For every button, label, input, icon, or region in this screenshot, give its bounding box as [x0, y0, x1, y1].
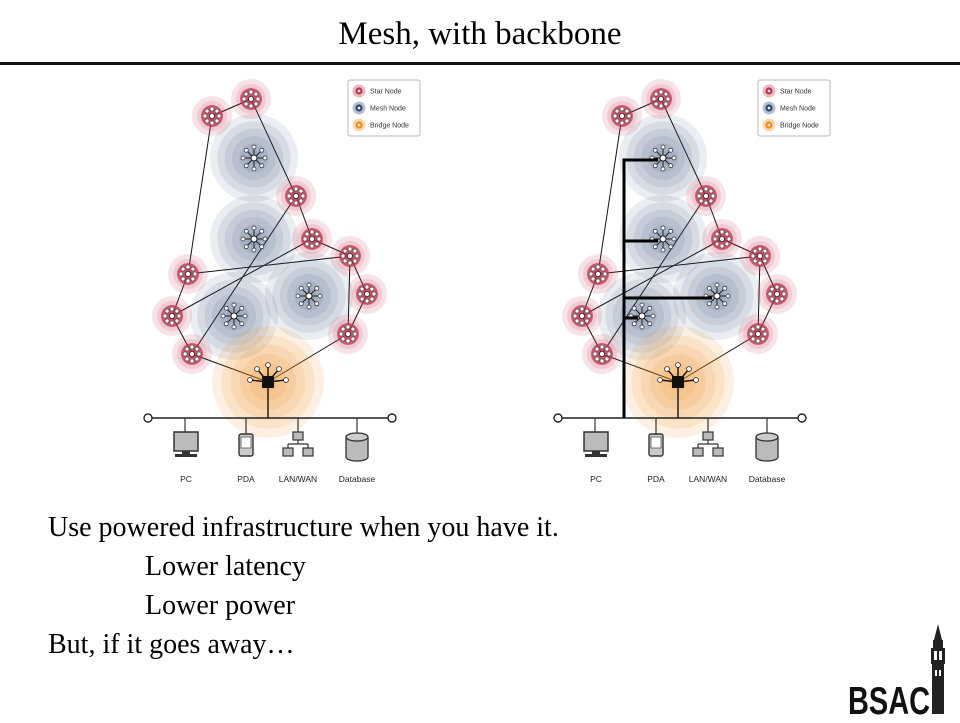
lan-wan-icon [692, 418, 724, 457]
lan-wan-label: LAN/WAN [689, 474, 727, 484]
star-node [192, 96, 232, 136]
mesh-node [190, 272, 278, 360]
bsac-logo: BSAC [846, 622, 956, 723]
bridge-node [212, 326, 324, 438]
pc-label: PC [590, 474, 602, 484]
legend-star-node-label: Star Node [780, 89, 812, 96]
legend-bridge-node-label: Bridge Node [780, 123, 819, 130]
bullet-lower-latency: Lower latency [145, 551, 306, 582]
mesh-node [619, 114, 707, 202]
legend-mesh-node-label: Mesh Node [780, 106, 816, 113]
star-node [231, 79, 271, 119]
lan-wan-label: LAN/WAN [279, 474, 317, 484]
campanile-tower-icon [931, 624, 945, 714]
star-node [582, 334, 622, 374]
star-node [172, 334, 212, 374]
star-node [686, 176, 726, 216]
star-node [328, 314, 368, 354]
devices-row: PC PDA LAN/WAN Database [173, 418, 376, 484]
star-node [738, 314, 778, 354]
slide-title: Mesh, with backbone [338, 16, 622, 52]
pda-label: PDA [237, 474, 255, 484]
pda-label: PDA [647, 474, 665, 484]
mesh-node [210, 114, 298, 202]
database-icon [345, 418, 369, 462]
bullet-lower-power: Lower power [145, 590, 296, 621]
star-node [168, 254, 208, 294]
star-node [562, 296, 602, 336]
database-label: Database [339, 474, 376, 484]
legend-star-node-icon [762, 84, 776, 98]
devices-row: PC PDA LAN/WAN Database [583, 418, 786, 484]
legend-bridge-node-icon [762, 118, 776, 132]
star-node [347, 274, 387, 314]
logo-text: BSAC [848, 680, 930, 718]
bridge-node [622, 326, 734, 438]
database-icon [755, 418, 779, 462]
pc-label: PC [180, 474, 192, 484]
title-divider [0, 62, 960, 65]
star-node [292, 219, 332, 259]
legend-mesh-node-label: Mesh Node [370, 106, 406, 113]
mesh-node [265, 252, 353, 340]
mesh-node [210, 195, 298, 283]
star-node [641, 79, 681, 119]
wired-bus [553, 413, 807, 423]
star-node [578, 254, 618, 294]
pc-icon [583, 418, 609, 457]
legend-mesh-node-icon [762, 101, 776, 115]
legend-bridge-node-icon [352, 118, 366, 132]
slide-body: Use powered infrastructure when you have… [48, 508, 559, 664]
legend-bridge-node-label: Bridge Node [370, 123, 409, 130]
legend-mesh-node-icon [352, 101, 366, 115]
star-node [757, 274, 797, 314]
mesh-node [619, 195, 707, 283]
backbone-lines [622, 158, 712, 418]
lan-wan-icon [282, 418, 314, 457]
star-node [152, 296, 192, 336]
star-node [602, 96, 642, 136]
star-node [740, 236, 780, 276]
mesh-node [598, 272, 686, 360]
legend-star-node-label: Star Node [370, 89, 402, 96]
legend-star-node-icon [352, 84, 366, 98]
pda-icon [238, 418, 254, 457]
star-node [276, 176, 316, 216]
bullet-infrastructure: Use powered infrastructure when you have… [48, 512, 559, 543]
wired-bus [143, 413, 397, 423]
pc-icon [173, 418, 199, 457]
star-node [702, 219, 742, 259]
bullet-goes-away: But, if it goes away… [48, 629, 295, 660]
star-node [330, 236, 370, 276]
mesh-node [673, 252, 761, 340]
database-label: Database [749, 474, 786, 484]
pda-icon [648, 418, 664, 457]
